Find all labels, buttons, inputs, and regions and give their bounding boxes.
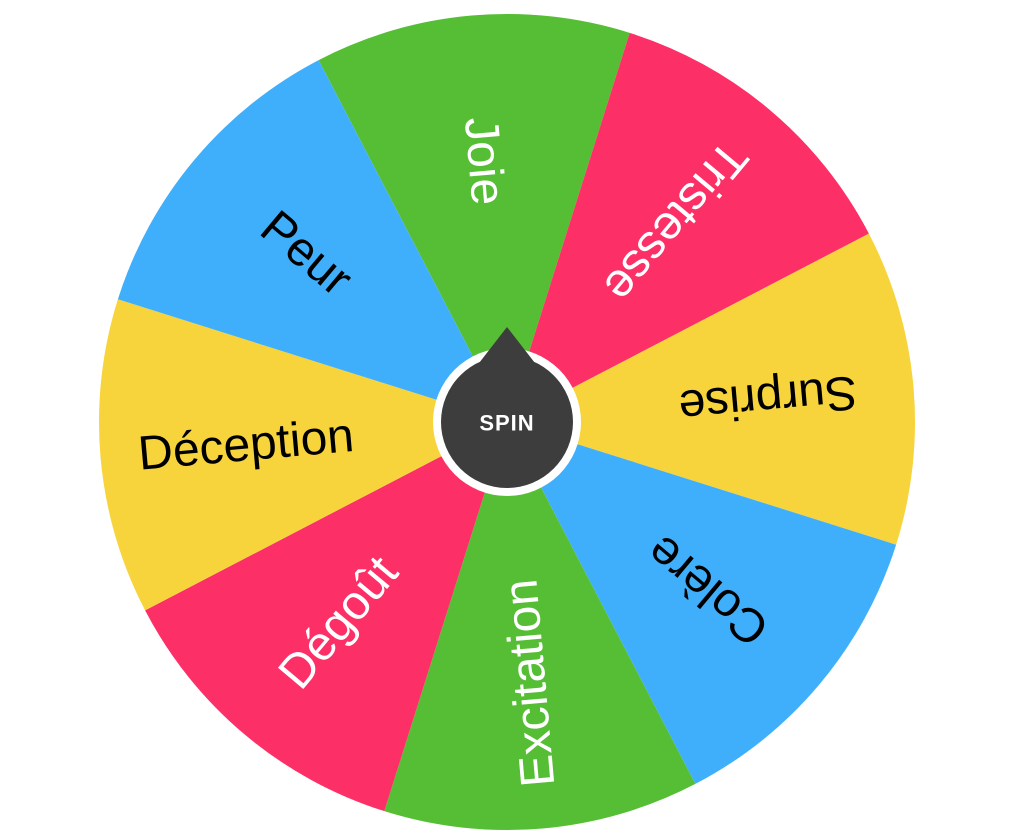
wheel-slice [507, 233, 916, 545]
wheel-slice-label: Joie [454, 115, 514, 207]
spin-button-label: SPIN [479, 411, 534, 436]
wheel-slice [507, 422, 897, 784]
wheel-slice [507, 32, 869, 422]
wheel-slice [384, 422, 696, 831]
wheel-slice [98, 299, 508, 611]
wheel-slice [145, 422, 507, 812]
spin-button[interactable]: SPIN [433, 327, 581, 496]
spin-button-core[interactable] [441, 356, 573, 488]
wheel-slices [98, 13, 916, 831]
wheel-slice [318, 13, 630, 422]
wheel-slice [117, 60, 507, 422]
